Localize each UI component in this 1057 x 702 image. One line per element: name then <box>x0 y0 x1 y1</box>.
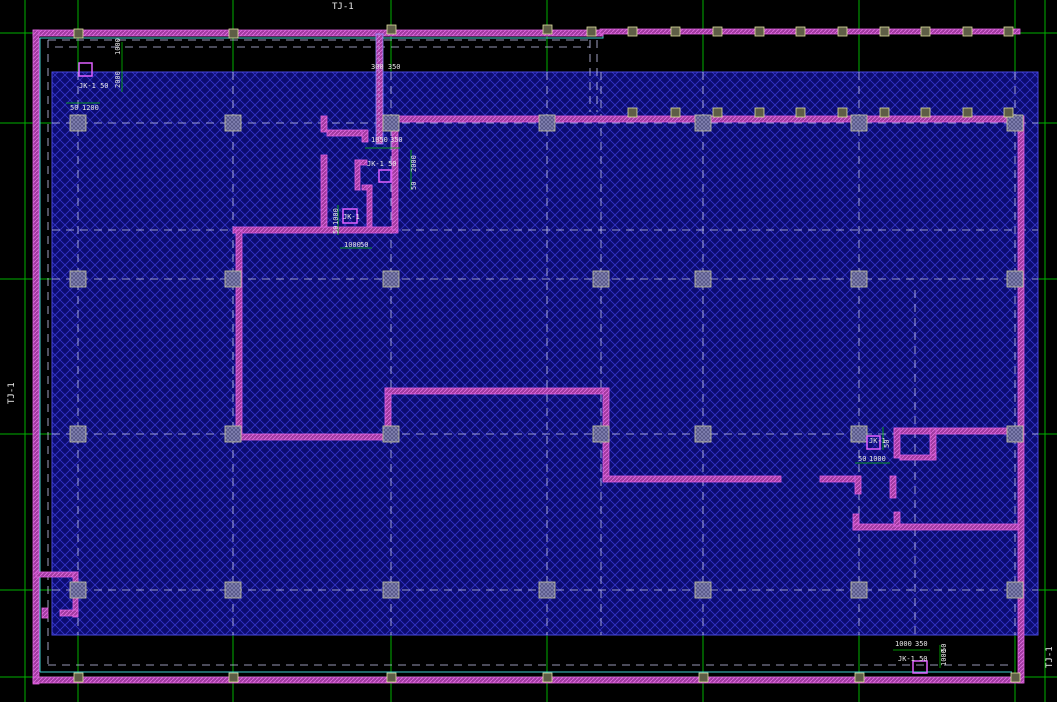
structural-column <box>850 270 868 288</box>
slab-region <box>51 71 1039 636</box>
structural-column <box>538 581 556 599</box>
structural-column <box>224 425 242 443</box>
dashed-grid-lines <box>47 39 1038 666</box>
edge-post <box>837 107 848 118</box>
pit-label: JK-1 50 <box>898 655 928 663</box>
structural-column <box>224 114 242 132</box>
pit-marks <box>78 62 928 674</box>
dimension-label: 50 <box>940 644 948 652</box>
edge-post <box>854 672 865 683</box>
edge-post-group <box>73 24 1021 683</box>
edge-post <box>586 26 597 37</box>
edge-post <box>228 28 239 39</box>
edge-post <box>670 107 681 118</box>
edge-post <box>228 672 239 683</box>
edge-post <box>627 26 638 37</box>
dimension-lines <box>66 42 941 668</box>
edge-post <box>754 107 765 118</box>
edge-post <box>386 24 397 35</box>
structural-column <box>850 114 868 132</box>
structural-column <box>382 425 400 443</box>
dimension-label: 50 <box>70 104 78 112</box>
edge-post <box>712 26 723 37</box>
dimension-label: 2000 <box>410 155 418 172</box>
edge-post <box>712 107 723 118</box>
structural-column <box>1006 114 1024 132</box>
edge-post <box>542 672 553 683</box>
edge-post <box>962 26 973 37</box>
dimension-label: 50 <box>360 241 368 249</box>
dimension-label: 2000 <box>114 71 122 88</box>
edge-post <box>627 107 638 118</box>
pit-label: JK-1 50 <box>367 160 397 168</box>
edge-post <box>73 28 84 39</box>
structural-column <box>382 581 400 599</box>
structural-column <box>592 270 610 288</box>
structural-column <box>694 581 712 599</box>
dimension-label: 350 <box>390 136 403 144</box>
dimension-label: 50 <box>410 182 418 190</box>
dimension-label: 300 350 <box>371 63 401 71</box>
pit-label: JK-1 <box>869 437 886 445</box>
edge-post <box>795 26 806 37</box>
structural-column <box>69 425 87 443</box>
dimension-label: 50 <box>883 440 891 448</box>
edge-post <box>920 107 931 118</box>
dimension-label: 1200 <box>82 104 99 112</box>
edge-post <box>920 26 931 37</box>
edge-post <box>542 24 553 35</box>
edge-post <box>386 672 397 683</box>
axis-tag-left: TJ-1 <box>7 382 17 404</box>
edge-post <box>962 107 973 118</box>
edge-post <box>754 26 765 37</box>
structural-column <box>538 114 556 132</box>
edge-post <box>1003 107 1014 118</box>
edge-post <box>1003 26 1014 37</box>
structural-column <box>382 114 400 132</box>
structural-column <box>69 581 87 599</box>
structural-column <box>1006 581 1024 599</box>
structural-column <box>69 270 87 288</box>
structural-column <box>694 425 712 443</box>
structural-column <box>592 425 610 443</box>
axis-tag-right: TJ-1 <box>1045 646 1055 668</box>
pit-label: JK-1 <box>343 213 360 221</box>
dimension-label: 1000 <box>869 455 886 463</box>
edge-post <box>795 107 806 118</box>
axis-tag-top: TJ-1 <box>332 2 354 12</box>
dimension-label: 1050 <box>371 136 388 144</box>
dimension-label: 1000 <box>940 649 948 666</box>
structural-column <box>694 270 712 288</box>
structural-column <box>850 425 868 443</box>
structural-column <box>224 270 242 288</box>
structural-column <box>1006 270 1024 288</box>
structural-column <box>850 581 868 599</box>
stair-ramp <box>375 33 384 145</box>
structural-column <box>694 114 712 132</box>
dimension-label: 1000 <box>344 241 361 249</box>
pit-label: JK-1 50 <box>79 82 109 90</box>
structural-column <box>1006 425 1024 443</box>
edge-post <box>879 107 890 118</box>
edge-post <box>73 672 84 683</box>
edge-post <box>1010 672 1021 683</box>
structural-column <box>382 270 400 288</box>
edge-post <box>698 672 709 683</box>
dimension-label: 1000 <box>895 640 912 648</box>
structural-column <box>224 581 242 599</box>
dimension-label: 1000 <box>332 208 340 225</box>
dimension-label: 350 <box>915 640 928 648</box>
dimension-label: 50 <box>858 455 866 463</box>
dimension-label: 50 <box>332 226 340 234</box>
dimension-label: 1000 <box>114 38 122 55</box>
edge-post <box>670 26 681 37</box>
edge-post <box>879 26 890 37</box>
edge-post <box>837 26 848 37</box>
structural-column <box>69 114 87 132</box>
column-group <box>69 114 1024 599</box>
